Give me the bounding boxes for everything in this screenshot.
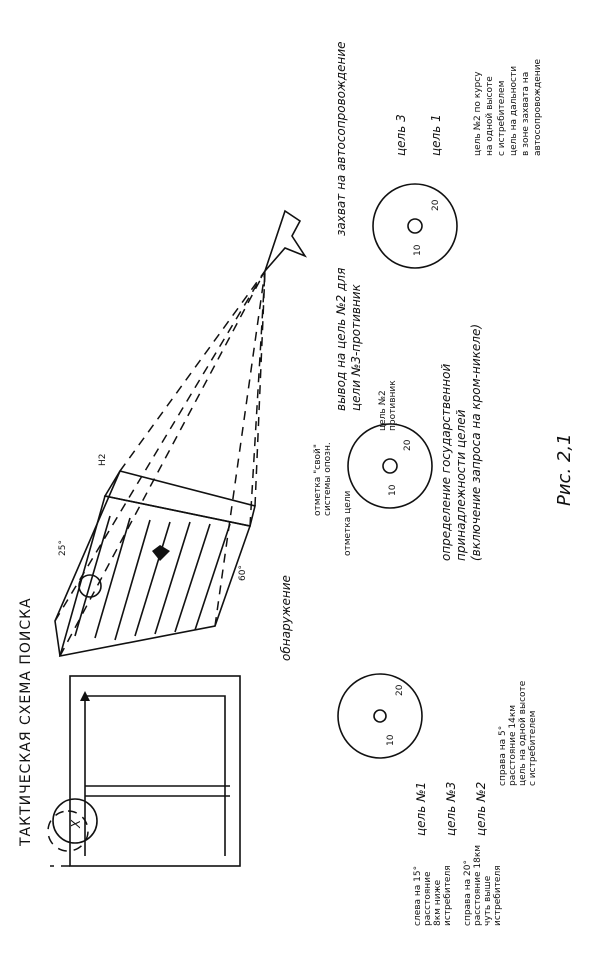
screen1-target2: цель №2	[474, 782, 488, 836]
screen3-note-3: с истребителем	[497, 81, 507, 156]
interceptor-aircraft	[264, 209, 308, 272]
screen3-note-5: в зоне захвата на	[521, 72, 531, 156]
note1-line4: истребителя	[443, 865, 453, 926]
screen3-note-2: на одной высоте	[485, 76, 495, 156]
hatch-5	[154, 521, 191, 635]
hatch-2	[94, 517, 131, 639]
note2-line4: с истребителем	[528, 711, 538, 786]
screen-3-center	[407, 218, 423, 234]
route-inner	[84, 695, 226, 856]
hatch-7	[194, 523, 231, 631]
screen-2-scale-hi: 20	[403, 439, 413, 451]
screen2-target2-2: противник	[388, 380, 398, 431]
screen3-note-4: цель на дальности	[509, 66, 519, 156]
screen3-note-1: цель №2 по курсу	[473, 71, 483, 156]
screen-3-scale-hi: 20	[431, 199, 441, 211]
stage-ident-3: (включение запроса на кром-никеле)	[469, 324, 483, 561]
note2-line3: цель на одной высоте	[518, 680, 528, 786]
note2-line1: справа на 5°	[498, 726, 508, 786]
hatching	[74, 515, 231, 641]
note3-line2: расстояние 18км	[473, 845, 483, 926]
diagram-title: ТАКТИЧЕСКАЯ СХЕМА ПОИСКА	[18, 597, 34, 847]
fan-top-face	[54, 470, 121, 657]
stage-ident-1: определение государственной	[439, 364, 453, 561]
screen-2-center	[382, 458, 398, 474]
search-route: X	[47, 675, 241, 867]
screen-2-circle	[347, 423, 433, 509]
radar-screen-1: обнаружение 10 20 цель №1 цель №3 цель №…	[279, 575, 538, 926]
note3-line4: истребителя	[493, 865, 503, 926]
fighter-mark-fan	[152, 545, 170, 561]
beam-2	[54, 270, 266, 622]
beam-6	[214, 270, 266, 627]
screen-2-scale-lo: 10	[388, 484, 398, 496]
fan-angle-front: 60°	[238, 565, 248, 581]
screen3-note-6: автосопровождение	[533, 58, 543, 156]
stage-ident-2: принадлежности целей	[454, 409, 468, 561]
note2-line2: расстояние 14км	[508, 705, 518, 786]
screen1-target1: цель №1	[414, 782, 428, 836]
beam-1	[59, 270, 266, 657]
screen-1-circle	[337, 673, 423, 759]
fan-angle-side: 25°	[58, 540, 68, 556]
screen-1-scale-hi: 20	[395, 684, 405, 696]
stage-guidance-2: цели №3-противник	[349, 283, 363, 411]
screen3-target3: цель 3	[394, 114, 408, 156]
screen2-target2-1: цель №2	[378, 390, 388, 431]
note1-line1: слева на 15°	[413, 866, 423, 926]
fan-range-mark: H2	[98, 454, 108, 467]
note3-line3: чуть выше	[483, 875, 493, 926]
screen3-target1: цель 1	[429, 114, 443, 156]
beam-3	[119, 270, 266, 472]
radar-screen-3: 10 20 цель 3 цель 1 цель №2 по курсу на …	[372, 58, 543, 269]
screen2-mark-target: отметка цели	[343, 490, 353, 556]
screen-1-scale-lo: 10	[386, 734, 396, 746]
beam-5	[249, 270, 266, 527]
note1-line2: расстояние	[423, 871, 433, 926]
hatch-6	[174, 523, 211, 633]
screen-3-scale-lo: 10	[413, 244, 423, 256]
hatch-3	[114, 519, 151, 641]
route-outer-box	[69, 675, 241, 867]
stage-detection: обнаружение	[279, 575, 293, 661]
screen1-target3: цель №3	[444, 782, 458, 836]
screen-3-circle	[372, 183, 458, 269]
radar-screen-2: 10 20 вывод на цель №2 для цели №3-проти…	[313, 268, 483, 561]
screen2-mark-own-1: отметка "свой"	[313, 444, 323, 516]
arrow-head	[80, 691, 90, 701]
target-mark-fan	[78, 574, 102, 598]
capture-label: захват на автосопровождение	[334, 41, 348, 236]
note1-line3: 8км ниже	[433, 879, 443, 926]
screen-1-center	[373, 709, 387, 723]
hatch-4	[134, 521, 171, 637]
aircraft-circle	[52, 798, 98, 844]
stage-guidance: вывод на цель №2 для	[334, 268, 348, 411]
aircraft-mark: X	[69, 819, 83, 829]
radar-fan: 25° 60° H2	[54, 209, 308, 658]
note3-line1: справа на 20°	[463, 860, 473, 926]
aircraft-circle-prev	[47, 810, 89, 852]
screen2-mark-own-2: системы опозн.	[323, 442, 333, 516]
figure-caption: Рис. 2,1	[554, 433, 575, 506]
